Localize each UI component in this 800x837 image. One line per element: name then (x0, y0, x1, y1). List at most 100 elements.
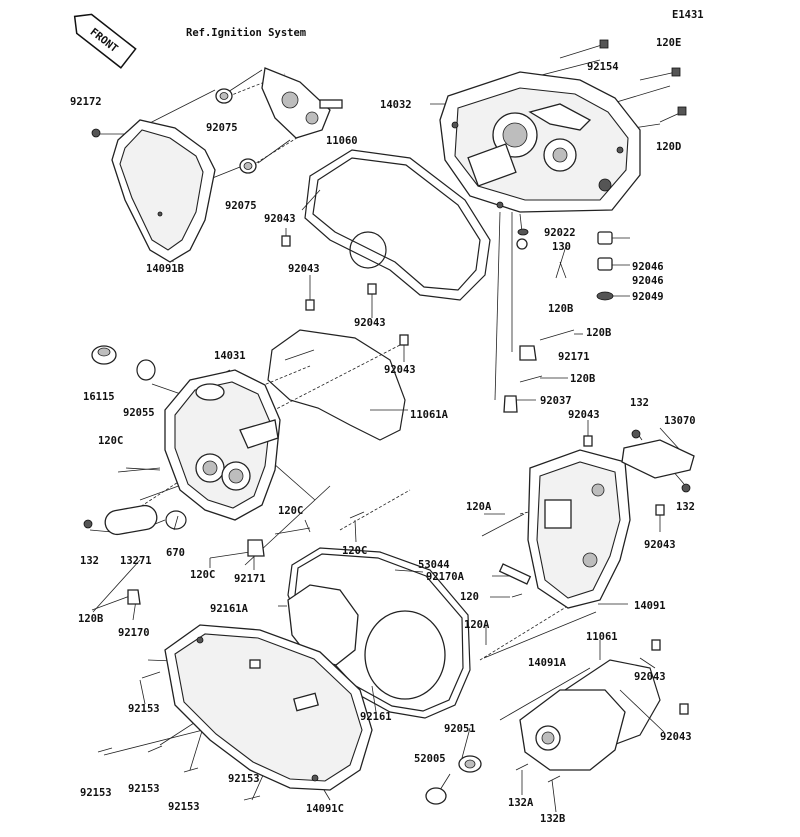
clamp-92171-b (247, 539, 265, 557)
dowel-92043-e (583, 435, 593, 447)
label-130: 130 (552, 241, 571, 253)
bolt-92153-c (147, 745, 163, 753)
label-92043-a: 92043 (264, 213, 296, 225)
label-120c-d: 120C (190, 569, 215, 581)
label-120b-c: 120B (570, 373, 595, 385)
screw-132b (547, 775, 561, 783)
bolt-120c-c (349, 511, 365, 519)
label-92022: 92022 (544, 227, 576, 239)
label-132-a: 132 (630, 397, 649, 409)
bolt-120e (639, 67, 681, 81)
bolt-120b-c (519, 375, 543, 383)
bolt-120c-b (274, 527, 311, 535)
label-132b: 132B (540, 813, 565, 825)
bolt-92153-d (183, 767, 199, 773)
bolt-120b-a (555, 245, 567, 279)
label-120b-b: 120B (586, 327, 611, 339)
callout-labels: 92154 120E 92172 92075 92075 14032 120D … (70, 37, 696, 825)
cover-14091 (527, 449, 631, 609)
label-120b-d: 120B (78, 613, 103, 625)
label-120c-b: 120C (278, 505, 303, 517)
label-11061: 11061 (586, 631, 618, 643)
header-ref-ignition: Ref.Ignition System (186, 27, 306, 39)
label-92171-a: 92171 (558, 351, 590, 363)
label-14091c: 14091C (306, 803, 344, 815)
label-132-b: 132 (676, 501, 695, 513)
label-53044: 53044 (418, 559, 450, 571)
bolt-120b-d (91, 595, 131, 611)
plate-13271 (104, 504, 158, 536)
screw-132-a (83, 519, 93, 529)
bolt-92154 (559, 39, 609, 59)
label-92161: 92161 (360, 711, 392, 723)
label-120b-a: 120B (548, 303, 573, 315)
label-120d: 120D (656, 141, 681, 153)
washer-92022 (517, 228, 529, 236)
label-92043-h: 92043 (660, 731, 692, 743)
label-92055: 92055 (123, 407, 155, 419)
label-92049: 92049 (632, 291, 664, 303)
cover-13070 (621, 439, 695, 479)
label-92153-d: 92153 (80, 787, 112, 799)
label-132a: 132A (508, 797, 534, 809)
bolt-120c-a (117, 467, 161, 473)
label-92153-a: 92153 (128, 703, 160, 715)
label-120c-c: 120C (342, 545, 367, 557)
screw-132-b (631, 429, 641, 439)
bolt-120 (511, 593, 523, 598)
bolt-130 (516, 238, 528, 250)
dowel-92043-b (305, 299, 315, 311)
bearing-92075-upper (215, 88, 233, 104)
bolt-120a-b (483, 611, 597, 659)
cover-14091c (164, 624, 373, 791)
label-52005: 52005 (414, 753, 446, 765)
dowel-92043-a (281, 235, 291, 247)
label-92153-c: 92153 (128, 783, 160, 795)
seal-92161a (287, 584, 359, 666)
clamp-92037 (503, 395, 518, 413)
label-92075-lower: 92075 (225, 200, 257, 212)
label-13070: 13070 (664, 415, 696, 427)
screw-92172 (91, 128, 101, 138)
label-120: 120 (460, 591, 479, 603)
label-11061a: 11061A (410, 409, 449, 421)
label-14091b: 14091B (146, 263, 184, 275)
label-92046-b: 92046 (632, 275, 664, 287)
label-92043-f: 92043 (644, 539, 676, 551)
diagram-code: E1431 (672, 9, 704, 21)
label-92043-e: 92043 (568, 409, 600, 421)
label-14091: 14091 (634, 600, 666, 612)
label-132-c: 132 (80, 555, 99, 567)
label-14091a: 14091A (528, 657, 567, 669)
label-14032: 14032 (380, 99, 412, 111)
bolt-120a-a (481, 513, 525, 537)
screw-132a (515, 763, 529, 771)
label-92171-b: 92171 (234, 573, 266, 585)
bolt-92153-b (97, 747, 113, 753)
cap-16115 (91, 345, 117, 365)
dowel-92043-h (679, 703, 689, 715)
oring-670 (165, 510, 187, 530)
seal-92161 (364, 610, 446, 700)
label-92170a: 92170A (426, 571, 465, 583)
bolt-92153-a (141, 671, 161, 679)
bush-92046-a (597, 231, 613, 245)
label-92161a: 92161A (210, 603, 249, 615)
label-92154: 92154 (587, 61, 619, 73)
label-120c-a: 120C (98, 435, 123, 447)
cap-52005 (425, 787, 447, 805)
ignition-bracket (261, 67, 343, 139)
label-92170: 92170 (118, 627, 150, 639)
gasket-11061a (267, 329, 406, 441)
label-670: 670 (166, 547, 185, 559)
label-13271: 13271 (120, 555, 152, 567)
label-92075-upper: 92075 (206, 122, 238, 134)
clamp-92170a (498, 563, 532, 585)
seal-92051 (458, 755, 482, 773)
front-direction-badge: FRONT (73, 13, 137, 69)
crankcase-cover-14032 (439, 71, 641, 213)
bearing-92075-lower (239, 158, 257, 174)
label-14031: 14031 (214, 350, 246, 362)
bolt-92153-e (243, 795, 261, 801)
